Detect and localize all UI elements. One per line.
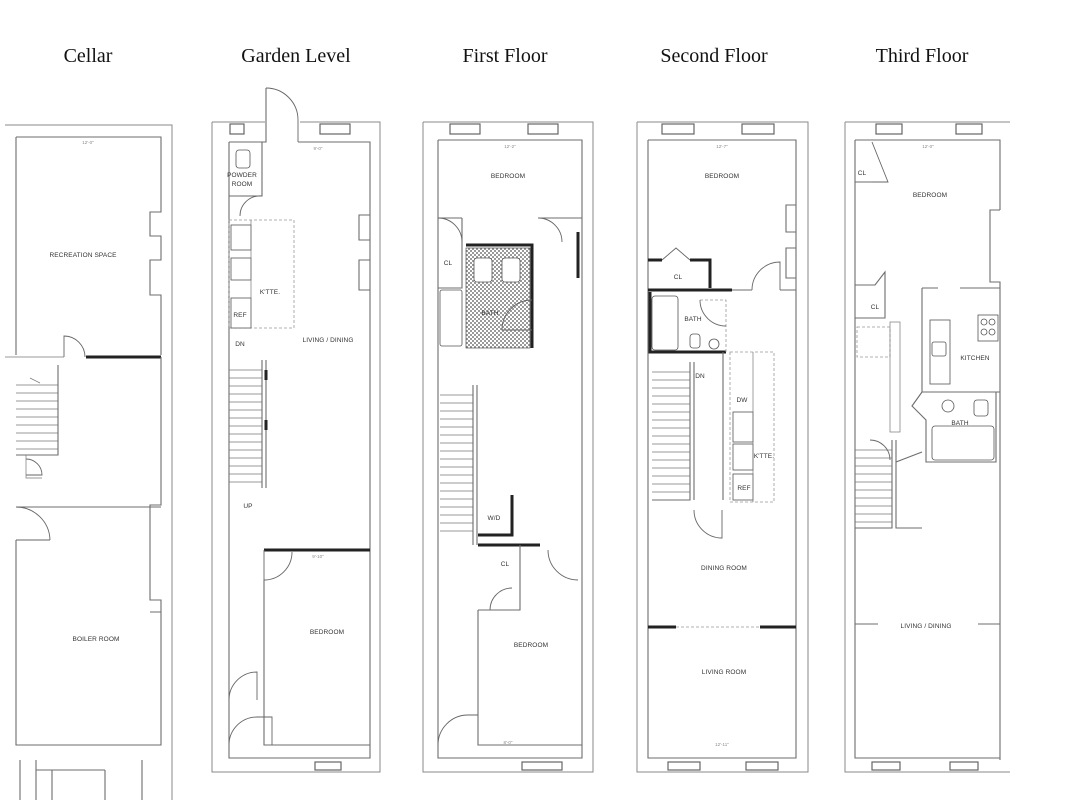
- dim-label: 8'-0": [504, 740, 513, 745]
- room-label-bedroom: BEDROOM: [705, 173, 739, 180]
- room-label-kitchenette: K'TTE.: [754, 453, 774, 460]
- room-label-bedroom-bottom: BEDROOM: [514, 642, 548, 649]
- room-label-boiler-room: BOILER ROOM: [73, 636, 120, 643]
- plan-garden-level: POWDER ROOM K'TTE. REF DN UP LIVING / DI…: [211, 87, 381, 773]
- room-label-closet: CL: [444, 260, 453, 267]
- room-label-bath: BATH: [481, 310, 498, 317]
- room-label-bedroom: BEDROOM: [913, 192, 947, 199]
- plan-third-floor: CL BEDROOM CL KITCHEN BATH LIVING / DINI…: [844, 121, 1010, 773]
- plan-second-floor: BEDROOM CL BATH DN DW K'TTE. REF DINING …: [636, 121, 809, 773]
- floor-title-second-floor: Second Floor: [660, 45, 768, 67]
- room-label-dn: DN: [235, 341, 245, 348]
- room-label-ref: REF: [737, 485, 750, 492]
- room-label-bedroom-top: BEDROOM: [491, 173, 525, 180]
- room-label-dishwasher: DW: [736, 397, 748, 404]
- dim-label: 12'-0": [922, 144, 934, 149]
- floor-title-third-floor: Third Floor: [876, 45, 969, 67]
- room-label-living-dining: LIVING / DINING: [303, 337, 354, 344]
- room-label-dining-room: DINING ROOM: [701, 565, 747, 572]
- room-label-kitchen: KITCHEN: [960, 355, 989, 362]
- dim-label: 9'-10": [312, 554, 324, 559]
- room-label-bath: BATH: [951, 420, 968, 427]
- dim-label: 12'-7": [716, 144, 728, 149]
- room-label-up: UP: [243, 503, 252, 510]
- dim-label: 12'-0": [82, 140, 94, 145]
- plan-cellar: RECREATION SPACE BOILER ROOM 12'-0": [5, 124, 173, 800]
- dim-label: 12'-2": [504, 144, 516, 149]
- room-label-powder-room: POWDER: [227, 172, 257, 179]
- room-label-powder-room-2: ROOM: [232, 181, 253, 188]
- room-label-living-dining: LIVING / DINING: [901, 623, 952, 630]
- room-label-living-room: LIVING ROOM: [702, 669, 746, 676]
- room-label-ref: REF: [233, 312, 246, 319]
- floor-title-garden-level: Garden Level: [241, 45, 351, 67]
- plan-first-floor: BEDROOM CL BATH W/D CL BEDROOM 12'-2" 8'…: [422, 121, 594, 773]
- room-label-washer-dryer: W/D: [488, 515, 501, 522]
- room-label-closet-2: CL: [501, 561, 510, 568]
- floor-title-cellar: Cellar: [64, 45, 113, 67]
- room-label-kitchenette: K'TTE.: [260, 289, 280, 296]
- floor-title-first-floor: First Floor: [462, 45, 547, 67]
- room-label-closet-mid: CL: [871, 304, 880, 311]
- dim-label: 9'-0": [314, 146, 323, 151]
- room-label-dn: DN: [695, 373, 705, 380]
- room-label-recreation-space: RECREATION SPACE: [49, 252, 117, 259]
- room-label-closet-top: CL: [858, 170, 867, 177]
- room-label-closet: CL: [674, 274, 683, 281]
- room-label-bedroom: BEDROOM: [310, 629, 344, 636]
- dim-label: 12'-11": [715, 742, 729, 747]
- room-label-bath: BATH: [684, 316, 701, 323]
